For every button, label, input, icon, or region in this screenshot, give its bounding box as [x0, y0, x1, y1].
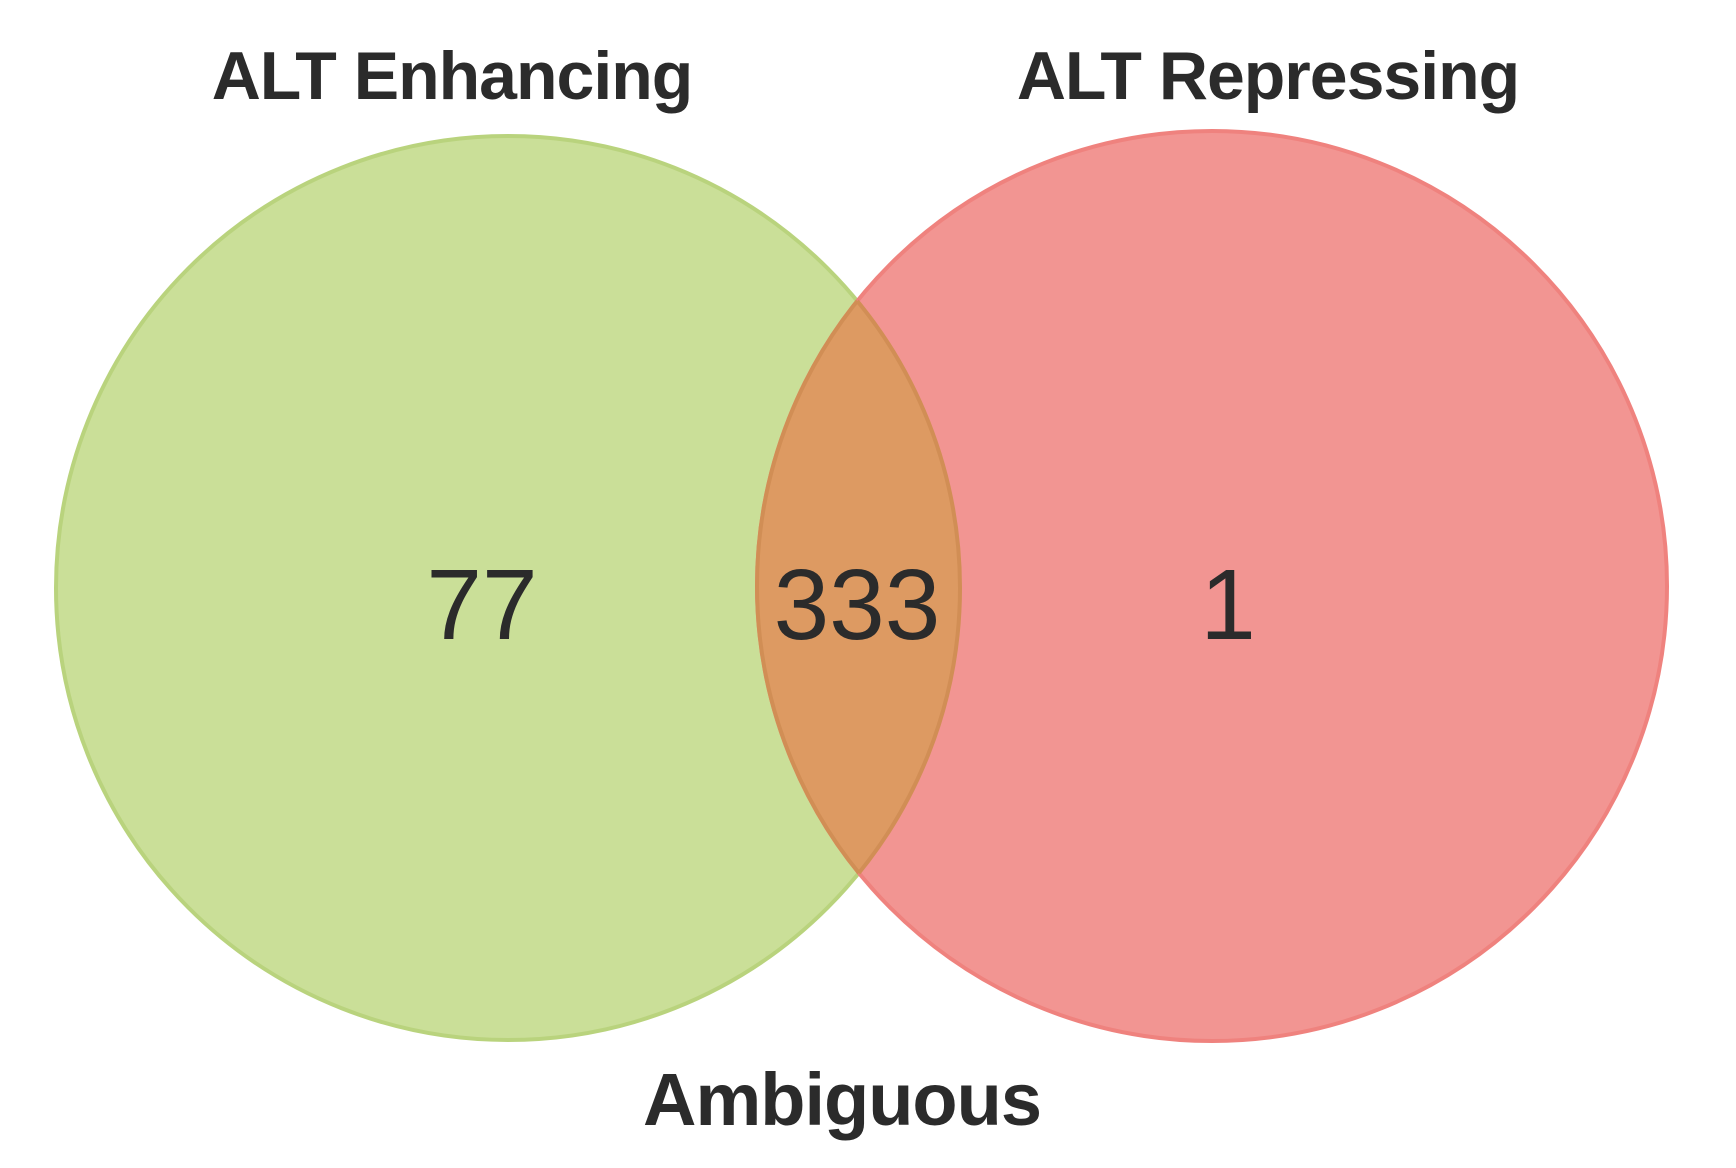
left-set-label: ALT Enhancing — [211, 38, 694, 114]
intersection-count: 333 — [773, 549, 941, 661]
venn-intersection-rim — [757, 134, 962, 1041]
left-only-count: 77 — [426, 549, 538, 661]
venn-intersection — [755, 136, 960, 1040]
right-set-label: ALT Repressing — [1016, 38, 1520, 114]
intersection-label: Ambiguous — [643, 1058, 1042, 1141]
right-only-count: 1 — [1200, 549, 1256, 661]
